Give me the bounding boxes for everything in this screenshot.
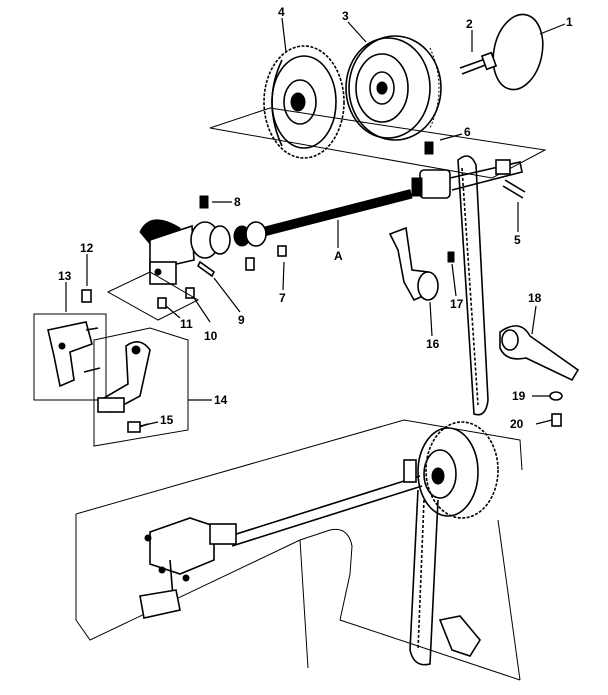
callout-8: 8 [234,195,241,209]
lower-hook-assembly [139,517,237,619]
part-20-screw [551,413,562,427]
callout-2: 2 [466,17,473,31]
callout-12: 12 [80,241,94,255]
shaft-collar-right [411,159,523,199]
callout-11: 11 [180,317,193,331]
part-3-handwheel [345,35,442,141]
part-11-screw [157,297,167,309]
callout-5: 5 [514,233,521,247]
part-15-screw [127,421,141,433]
callout-16: 16 [426,337,440,351]
callout-20: 20 [510,417,524,431]
lower-belt [409,489,439,666]
callout-13: 13 [58,269,72,283]
part-7-screw-b [277,245,287,257]
part-13-bracket [33,313,107,401]
part-a-shaft [261,189,413,237]
lower-handwheel [403,421,499,519]
timing-belt [457,155,489,416]
part-2-screw [459,51,498,75]
callouts: 1 2 3 4 5 6 7 8 9 10 11 12 13 14 15 16 1 [58,5,573,431]
part-4-gear [263,45,345,159]
part-8-screw [199,195,209,209]
callout-19: 19 [512,389,526,403]
part-5-pin [502,179,526,199]
callout-9: 9 [238,313,245,327]
part-17-screw [447,251,455,263]
part-18-bracket [499,325,580,382]
assembly-plane-upper [209,107,547,179]
part-12-screw [81,289,92,303]
callout-15: 15 [160,413,174,427]
lower-belt-guard [438,615,481,657]
callout-6: 6 [464,125,471,139]
part-1-ring [492,13,544,91]
machine-body-outline [75,419,523,681]
part-16-lever [388,226,439,302]
part-7-screw-a [245,257,255,271]
callout-4: 4 [278,5,285,19]
callout-17: 17 [450,297,464,311]
part-14-link [93,327,189,447]
assembly-plane-left [106,271,200,321]
eccentric-assembly [139,219,267,285]
part-6-setscrew [424,141,434,155]
part-9-pin [196,260,216,278]
callout-3: 3 [342,9,349,23]
part-19-washer [549,391,563,401]
callout-10: 10 [204,329,218,343]
callout-7: 7 [279,291,286,305]
callout-14: 14 [214,393,228,407]
lower-shaft [229,475,423,547]
callout-1: 1 [566,15,573,29]
callout-a: A [334,249,343,263]
callout-18: 18 [528,291,542,305]
